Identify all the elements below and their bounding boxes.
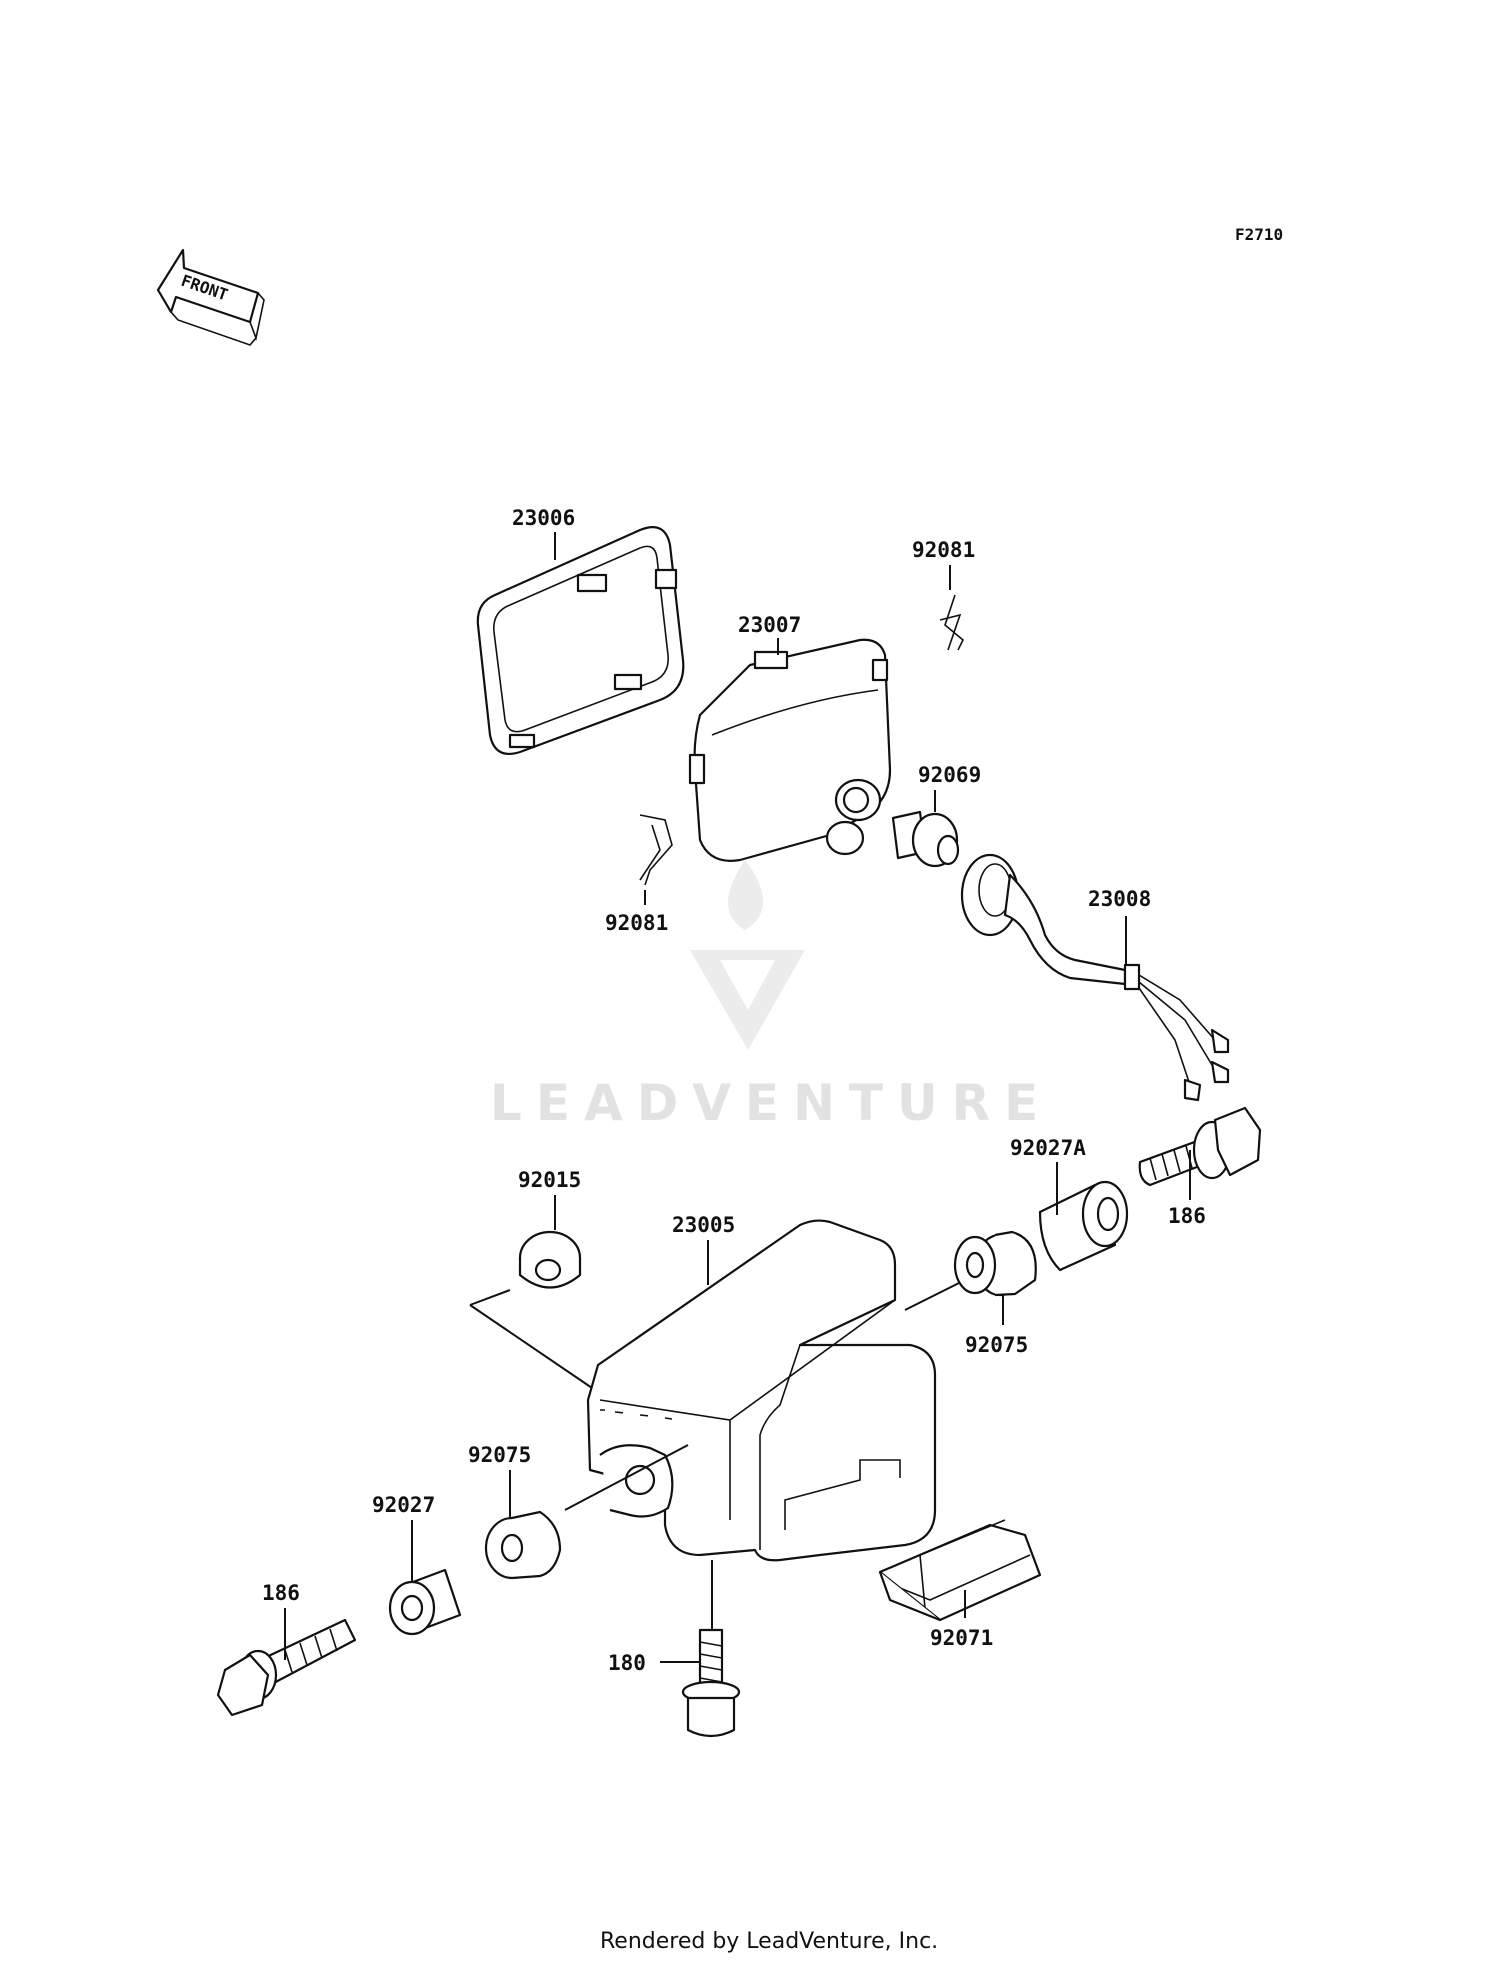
- footer-credit: Rendered by LeadVenture, Inc.: [600, 1929, 938, 1954]
- part-label-23005: 23005: [672, 1213, 735, 1237]
- diagram-code: F2710: [1235, 225, 1283, 244]
- part-label-92075-right: 92075: [965, 1333, 1028, 1357]
- part-label-186-right: 186: [1168, 1204, 1206, 1228]
- headlight-rim-part: [476, 526, 685, 756]
- collar-left-part: [388, 1568, 462, 1636]
- part-label-180: 180: [608, 1651, 646, 1675]
- front-arrow-icon: FRONT: [156, 248, 265, 346]
- part-label-92081-lower: 92081: [605, 911, 668, 935]
- headlight-bulb-part: [891, 810, 960, 868]
- wire-clip-upper-part: [939, 594, 964, 651]
- grommet-right-part: [953, 1230, 1037, 1297]
- watermark-text: LEADVENTURE: [490, 1074, 1052, 1132]
- bolt-bottom-part: [681, 1628, 741, 1738]
- part-label-92075-left: 92075: [468, 1443, 531, 1467]
- part-label-92071: 92071: [930, 1626, 993, 1650]
- socket-harness-part: [960, 853, 1230, 1102]
- part-label-92015: 92015: [518, 1168, 581, 1192]
- collar-right-part: [1038, 1180, 1129, 1272]
- grommet-left-part: [484, 1510, 562, 1580]
- wire-clip-lower-part: [639, 814, 673, 886]
- part-label-92081-upper: 92081: [912, 538, 975, 562]
- bolt-right-part: [1138, 1106, 1262, 1187]
- bolt-left-part: [216, 1618, 357, 1717]
- part-label-186-left: 186: [262, 1581, 300, 1605]
- part-label-23007: 23007: [738, 613, 801, 637]
- headlight-cover-part: [586, 1219, 937, 1562]
- part-label-92069: 92069: [918, 763, 981, 787]
- part-label-23008: 23008: [1088, 887, 1151, 911]
- part-label-92027A: 92027A: [1010, 1136, 1086, 1160]
- grommet-top-part: [518, 1230, 582, 1289]
- cushion-pad-part: [878, 1519, 1042, 1622]
- leadventure-watermark: LEADVENTURE: [490, 860, 1052, 1132]
- part-label-92027: 92027: [372, 1493, 435, 1517]
- headlight-body-part: [688, 638, 892, 862]
- part-label-23006: 23006: [512, 506, 575, 530]
